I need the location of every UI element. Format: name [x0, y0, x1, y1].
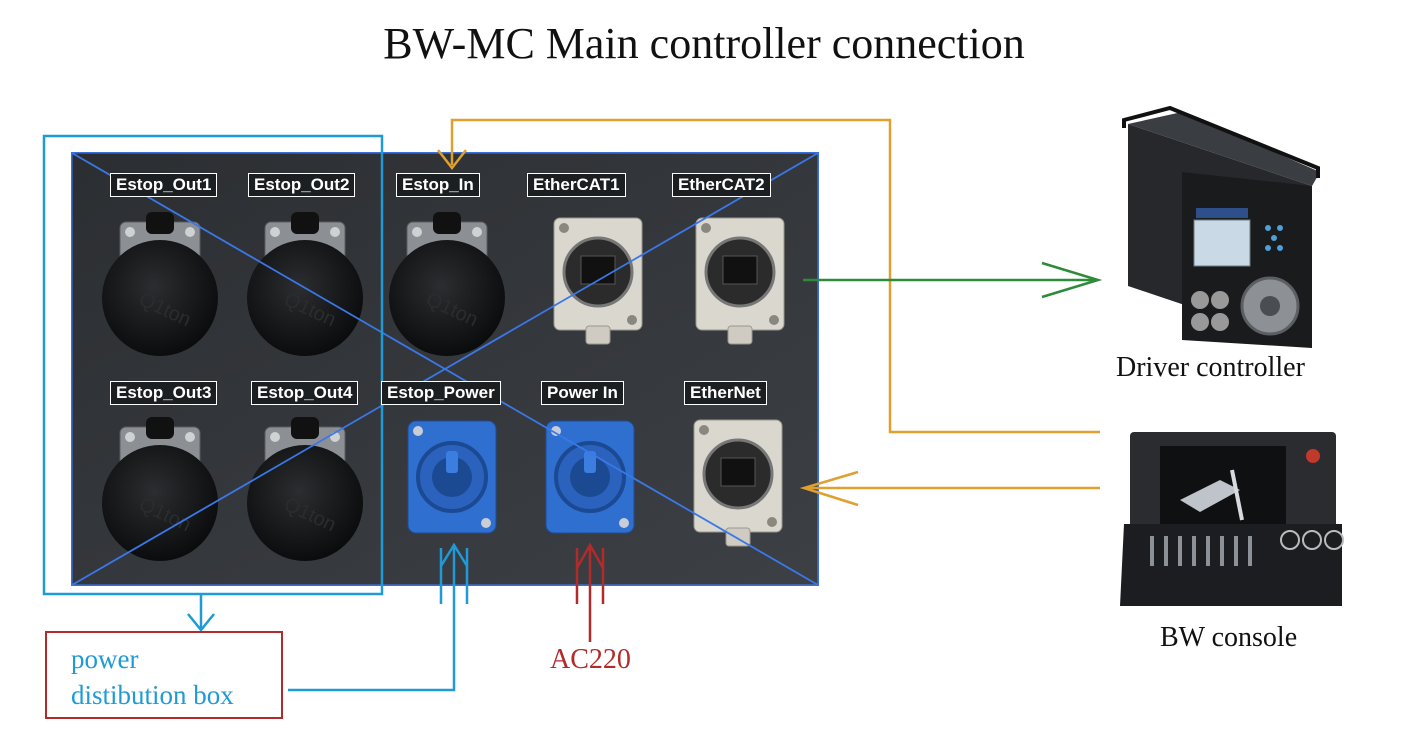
port-label-estop-out3: Estop_Out3	[110, 381, 218, 405]
diagram-title: BW-MC Main controller connection	[383, 19, 1025, 68]
power-box-line1: power	[71, 644, 139, 674]
panel-cross-lines	[71, 152, 819, 586]
bw-console-icon	[1120, 432, 1344, 606]
orange-estop-in-connection	[437, 118, 1100, 434]
port-label-estop-in: Estop_In	[396, 173, 480, 197]
bw-console-label: BW console	[1160, 622, 1298, 653]
port-label-power-in: Power In	[541, 381, 624, 405]
driver-controller-label: Driver controller	[1116, 352, 1305, 383]
estop-out1-connector: Q1ton	[102, 212, 218, 356]
ac220-label: AC220	[550, 644, 631, 675]
port-label-estop-power: Estop_Power	[381, 381, 501, 405]
blue-power-box-connection	[187, 542, 469, 692]
port-label-ethercat2: EtherCAT2	[672, 173, 771, 197]
red-ac-connection	[575, 542, 605, 642]
estop-in-connector: Q1ton	[389, 212, 505, 356]
power-in-connector	[545, 420, 635, 534]
power-distribution-box: power distibution box	[45, 631, 283, 719]
port-label-estop-out4: Estop_Out4	[251, 381, 359, 405]
estop-out2-connector: Q1ton	[247, 212, 363, 356]
green-ethercat-connection	[803, 261, 1103, 299]
estop-output-group-frame	[42, 134, 384, 596]
port-label-estop-out2: Estop_Out2	[248, 173, 356, 197]
ethercat2-connector	[695, 217, 785, 345]
port-label-ethercat1: EtherCAT1	[527, 173, 626, 197]
port-label-ethernet: EtherNet	[684, 381, 767, 405]
port-label-estop-out1: Estop_Out1	[110, 173, 218, 197]
estop-out4-connector: Q1ton	[247, 417, 363, 561]
orange-ethernet-connection	[799, 470, 1100, 507]
power-box-line2: distibution box	[71, 680, 234, 710]
driver-controller-icon	[1122, 105, 1320, 348]
estop-power-connector	[407, 420, 497, 534]
ethercat1-connector	[553, 217, 643, 345]
estop-out3-connector: Q1ton	[102, 417, 218, 561]
ethernet-connector	[693, 419, 783, 547]
